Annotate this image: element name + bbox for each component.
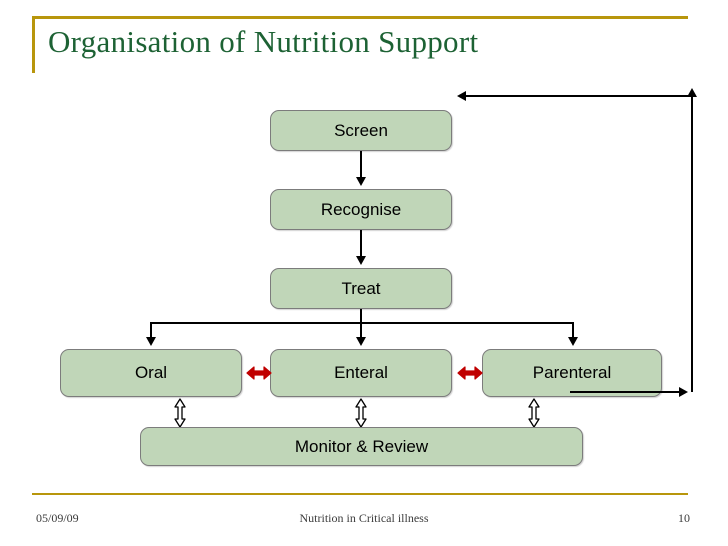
flow-node-recognise[interactable]: Recognise [270,189,452,230]
flow-node-label: Monitor & Review [294,436,429,456]
flow-node-label: Parenteral [532,363,612,382]
flow-node-treat[interactable]: Treat [270,268,452,309]
connector-recognise-treat-line [360,230,362,259]
connector-oral-monitor-double-arrow-icon [173,398,187,428]
flow-node-monitor-review[interactable]: Monitor & Review [140,427,583,466]
feedback-loop-bottom-arrowhead [679,387,688,397]
connector-parenteral-monitor-double-arrow-icon [527,398,541,428]
page-title: Organisation of Nutrition Support [48,24,479,59]
flow-node-label: Enteral [334,363,388,382]
flow-node-oral[interactable]: Oral [60,349,242,397]
footer-page-number: 10 [678,511,690,525]
flow-node-enteral[interactable]: Enteral [270,349,452,397]
connector-treat-parenteral-line [572,322,574,340]
feedback-loop-top-arrowhead [457,91,466,101]
flow-node-label: Screen [334,120,388,140]
feedback-loop-bottom-line [570,391,682,393]
connector-screen-recognise-line [360,151,362,180]
connector-treat-enteral-line [360,322,362,340]
title-rule-top [32,16,688,19]
connector-treat-oral-line [150,322,152,340]
connector-enteral-monitor-double-arrow-icon [354,398,368,428]
flow-node-parenteral[interactable]: Parenteral [482,349,662,397]
feedback-loop-right-arrowhead [687,88,697,97]
flow-node-label: Recognise [320,199,402,219]
connector-treat-enteral-arrowhead [356,337,366,346]
flow-node-label: Treat [341,278,381,298]
title-rule-left [32,16,35,73]
connector-oral-enteral-double-arrow-icon [246,363,272,383]
connector-treat-branch-stem [360,309,362,323]
connector-enteral-parenteral-double-arrow-icon [457,363,483,383]
connector-treat-branch-bus [150,322,574,324]
footer-rule [32,493,688,495]
connector-recognise-treat-arrowhead [356,256,366,265]
feedback-loop-top-line [466,95,692,97]
footer-title: Nutrition in Critical illness [299,511,429,525]
flow-node-screen[interactable]: Screen [270,110,452,151]
connector-treat-parenteral-arrowhead [568,337,578,346]
connector-treat-oral-arrowhead [146,337,156,346]
flow-node-label: Oral [134,363,168,382]
connector-screen-recognise-arrowhead [356,177,366,186]
footer-date: 05/09/09 [36,511,79,525]
feedback-loop-right-line [691,96,693,392]
